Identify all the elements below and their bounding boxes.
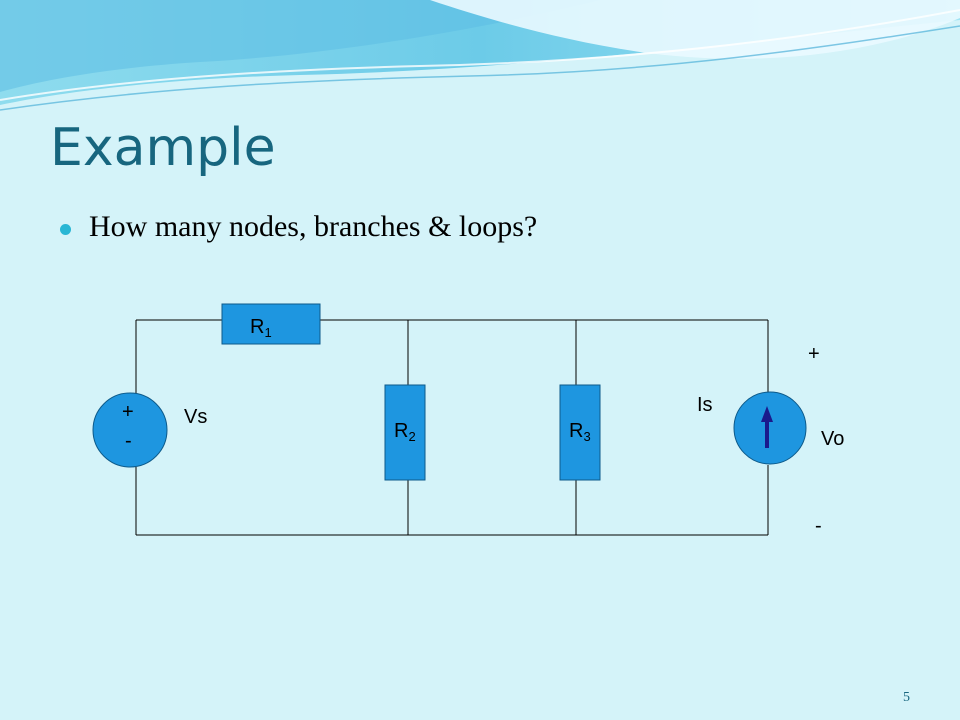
vo-plus: + — [808, 343, 820, 365]
output-voltage: + Vo - — [808, 343, 844, 537]
current-arrowhead-icon — [761, 406, 773, 422]
vs-label: Vs — [184, 406, 207, 428]
r3-subscript: 3 — [583, 429, 590, 444]
r2-subscript: 2 — [408, 429, 415, 444]
r1-label: R — [250, 316, 264, 338]
r1-subscript: 1 — [264, 325, 271, 340]
svg-text:R1: R1 — [250, 316, 272, 340]
svg-text:R3: R3 — [569, 420, 591, 444]
background-wave — [0, 0, 960, 111]
slide-title: Example — [50, 118, 276, 178]
bullet-item: How many nodes, branches & loops? — [60, 210, 537, 244]
page-number: 5 — [903, 690, 910, 705]
current-source: Is — [697, 391, 807, 465]
r3-label: R — [569, 420, 583, 442]
r2-label: R — [394, 420, 408, 442]
vs-plus: + — [122, 401, 134, 423]
vo-label: Vo — [821, 428, 844, 450]
vs-minus: - — [125, 430, 132, 452]
voltage-source-icon — [92, 392, 168, 468]
bullet-dot-icon — [60, 223, 71, 235]
voltage-source: + - Vs — [92, 392, 207, 468]
resistor-r2: R2 — [384, 384, 426, 481]
bullet-text: How many nodes, branches & loops? — [89, 210, 538, 243]
wires — [135, 319, 769, 536]
current-source-icon — [733, 391, 807, 465]
is-label: Is — [697, 394, 713, 416]
vo-minus: - — [815, 515, 822, 537]
resistor-r1: R1 — [221, 303, 321, 345]
resistor-r3: R3 — [559, 384, 601, 481]
svg-text:R2: R2 — [394, 420, 416, 444]
